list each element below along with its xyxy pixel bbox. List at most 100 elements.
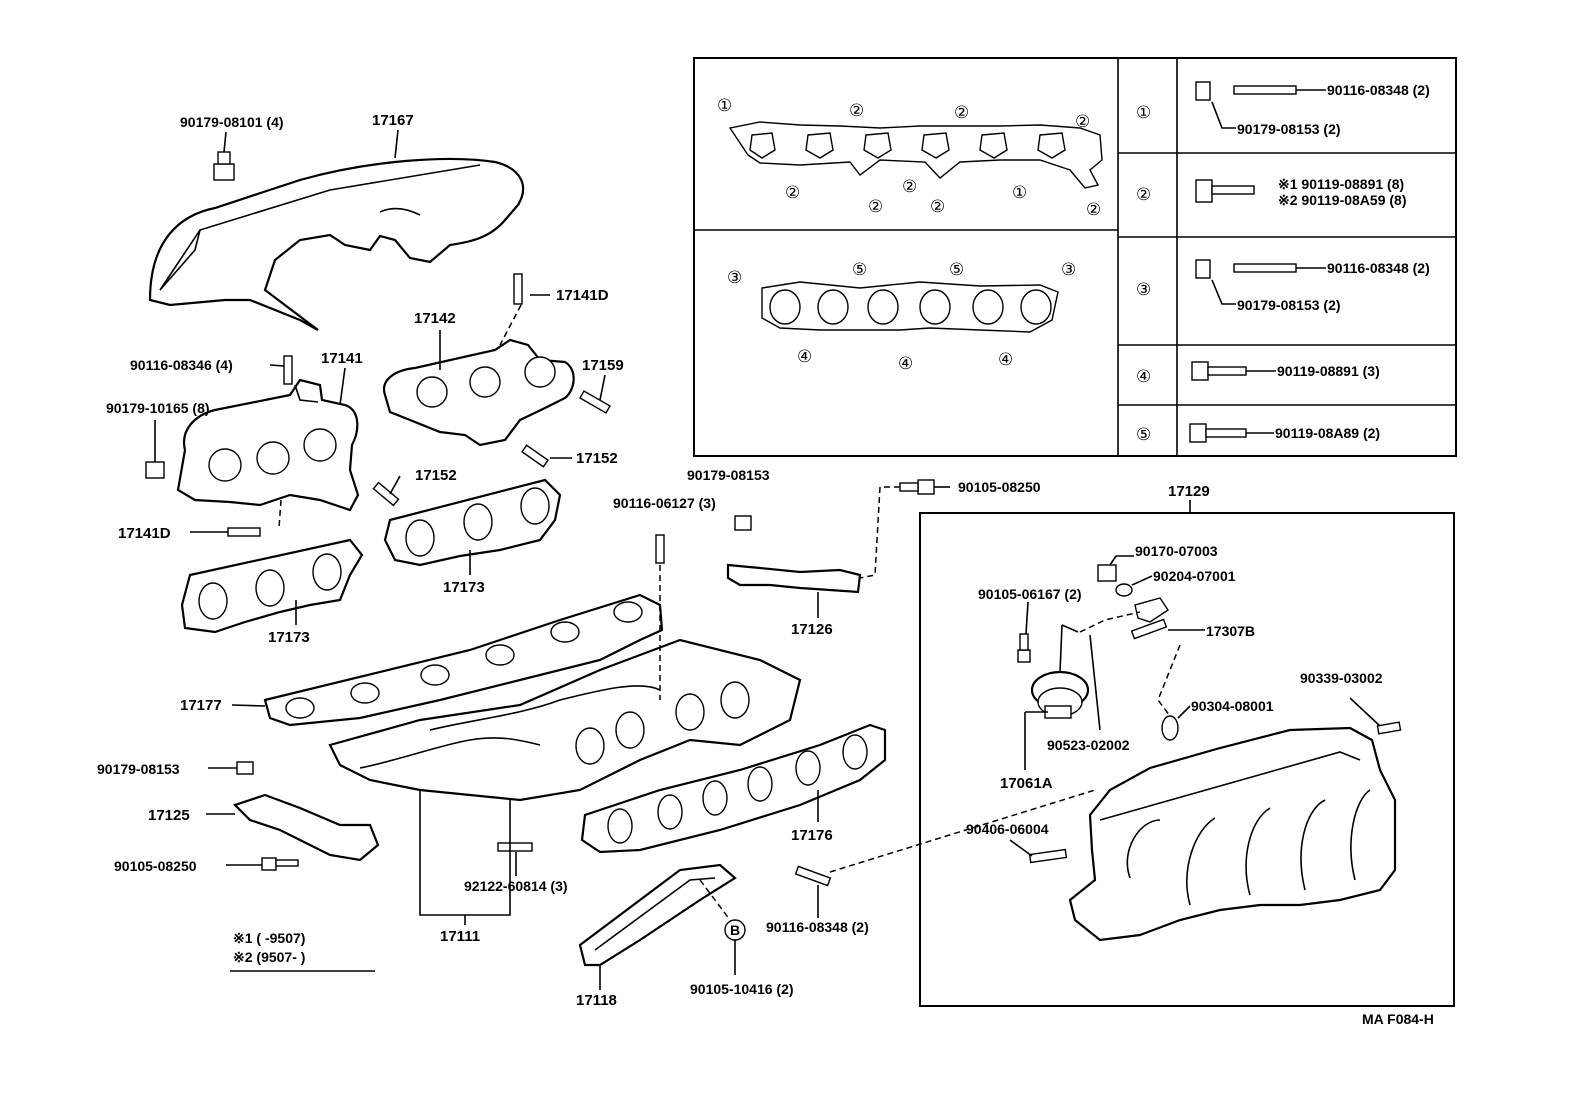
table-row-line: ※2 90119-08A59 (8) — [1278, 192, 1406, 208]
part-label: 90339-03002 — [1300, 670, 1383, 686]
intake-runner-part — [328, 638, 802, 802]
part-label: 17307B — [1206, 623, 1255, 639]
washer-icon — [1115, 583, 1133, 597]
dashed-guide-lines — [1079, 611, 1181, 717]
manifold-stay-17118-part — [578, 863, 737, 967]
gasket-marker: ⑤ — [949, 260, 964, 279]
flange-bolt-icon — [1189, 423, 1247, 443]
stud-bolt-icon — [794, 865, 832, 887]
part-label: 17159 — [582, 357, 624, 374]
part-label: 90406-06004 — [966, 821, 1049, 837]
part-label: 17176 — [791, 827, 833, 844]
part-label: 17167 — [372, 112, 414, 129]
table-row-marker: ① — [1136, 103, 1151, 122]
legend-row-2: ※2 (9507- ) — [233, 949, 305, 965]
dashed-guide-lines — [278, 304, 1096, 921]
stud-bolt-icon — [655, 534, 665, 564]
gasket-marker: ② — [930, 197, 945, 216]
part-label: 17111 — [440, 928, 480, 945]
stud-bolt-icon — [283, 355, 293, 385]
exhaust-manifold-right-part — [382, 338, 575, 447]
part-label: 90105-08250 — [958, 479, 1041, 495]
gasket-marker: ⑤ — [852, 260, 867, 279]
part-label: 17061A — [1000, 775, 1053, 792]
bolt-icon — [1017, 633, 1031, 663]
table-row-line: 90116-08348 (2) — [1327, 82, 1430, 98]
actuator-17061A-part — [1030, 624, 1090, 719]
intake-gasket-lower-part — [580, 723, 887, 854]
part-label: 17152 — [415, 467, 457, 484]
part-label: 90116-08346 (4) — [130, 357, 233, 373]
bolt-and-nut-icon — [1195, 259, 1297, 279]
exhaust-gasket-left-part — [180, 538, 364, 634]
bracket-17307B-part — [1130, 597, 1169, 640]
part-label: 90179-10165 (8) — [106, 400, 210, 416]
part-label: 17177 — [180, 697, 222, 714]
table-row-line: 90119-08891 (3) — [1277, 363, 1380, 379]
part-label: 90523-02002 — [1047, 737, 1130, 753]
gasket-marker: ③ — [727, 268, 742, 287]
part-label: 17118 — [576, 992, 617, 1009]
part-label: 17141 — [321, 350, 363, 367]
part-label: 17141D — [556, 287, 609, 304]
table-row-line: ※1 90119-08891 (8) — [1278, 176, 1404, 192]
part-label: 90105-08250 — [114, 858, 197, 874]
bracket-17126-part — [726, 563, 862, 594]
part-label: 17126 — [791, 621, 833, 638]
leader-lines — [1009, 555, 1381, 857]
part-label: 90304-08001 — [1191, 698, 1274, 714]
intake-gasket-upper-part — [263, 593, 664, 727]
stud-bolt-icon — [579, 390, 611, 414]
stud-bolt-icon — [513, 273, 523, 305]
part-label: 90116-08348 (2) — [766, 919, 869, 935]
heat-insulator-part — [148, 157, 525, 331]
part-label: 17173 — [268, 629, 310, 646]
stud-bolt-icon — [497, 842, 533, 852]
bolt-icon — [899, 479, 935, 495]
hose-connector-icon — [1376, 721, 1402, 735]
part-label: 90116-06127 (3) — [613, 495, 716, 511]
table-row-line: 90116-08348 (2) — [1327, 260, 1430, 276]
gasket-marker: ② — [785, 183, 800, 202]
legend-row-1: ※1 ( -9507) — [233, 930, 305, 946]
nut-icon — [213, 151, 235, 181]
part-label: 17141D — [118, 525, 171, 542]
gasket-marker: ② — [954, 103, 969, 122]
gasket-marker: ② — [1086, 200, 1101, 219]
lower-gasket-illustration — [761, 281, 1059, 333]
part-label: 90170-07003 — [1135, 543, 1218, 559]
stud-bolt-icon — [521, 444, 549, 468]
gasket-marker: ② — [1075, 112, 1090, 131]
table-row-marker: ⑤ — [1136, 425, 1151, 444]
leader-lines — [154, 129, 950, 990]
part-label: 92122-60814 (3) — [464, 878, 568, 894]
gasket-marker: ③ — [1061, 260, 1076, 279]
bolt-icon — [261, 857, 299, 871]
gasket-marker: ④ — [898, 354, 913, 373]
part-label: 90179-08153 — [687, 467, 770, 483]
diagram-code: MA F084-H — [1362, 1011, 1434, 1027]
gasket-marker: ① — [1012, 183, 1027, 202]
table-row-line: 90179-08153 (2) — [1237, 297, 1341, 313]
part-label: 90105-10416 (2) — [690, 981, 794, 997]
applicability-legend: ※1 ( -9507) ※2 (9507- ) — [230, 930, 375, 972]
bolt-and-nut-icon — [1195, 81, 1297, 101]
part-label: 90105-06167 (2) — [978, 586, 1082, 602]
part-label: 17142 — [414, 310, 456, 327]
gasket-marker: ④ — [797, 347, 812, 366]
manifold-stay-part — [232, 793, 380, 862]
part-label: 17125 — [148, 807, 190, 824]
part-label: 17152 — [576, 450, 618, 467]
hose-clamp-icon — [1161, 715, 1179, 741]
part-label: 90179-08153 — [97, 761, 180, 777]
gasket-marker: ④ — [998, 350, 1013, 369]
circled-b-label: B — [730, 922, 740, 938]
nut-icon — [236, 761, 254, 775]
flange-bolt-icon — [1195, 179, 1255, 203]
intake-manifold-part — [1068, 726, 1397, 942]
table-row-marker: ③ — [1136, 280, 1151, 299]
exhaust-manifold-left-part — [176, 378, 360, 512]
gasket-marker: ② — [868, 197, 883, 216]
part-label: 17129 — [1168, 483, 1210, 500]
